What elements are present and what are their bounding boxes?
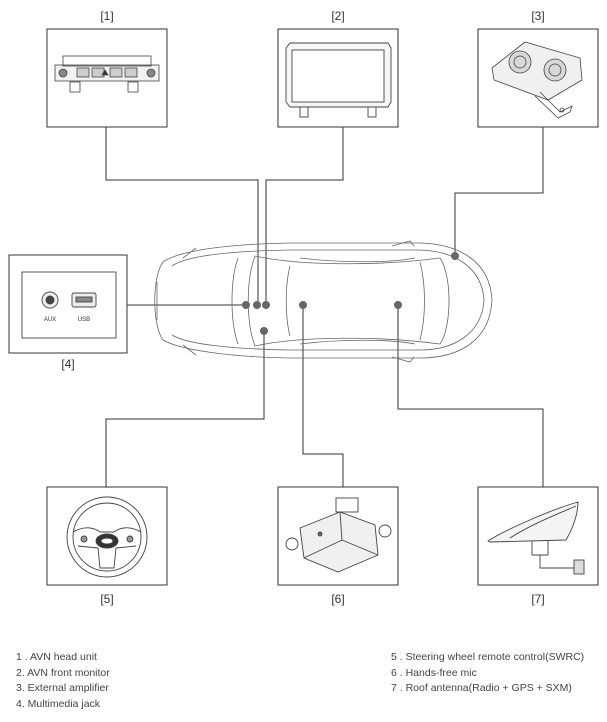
connector-1 <box>105 127 259 305</box>
legend-left: 1 . AVN head unit 2. AVN front monitor 3… <box>16 650 110 712</box>
steering-wheel-icon <box>66 496 148 578</box>
dot-6 <box>299 301 307 309</box>
dot-5 <box>260 327 268 335</box>
microphone-icon <box>285 497 392 573</box>
aux-label: AUX <box>44 317 56 323</box>
dot-4 <box>242 301 250 309</box>
head-unit-icon <box>54 55 160 93</box>
connector-2 <box>265 127 344 305</box>
callout-3: [3] <box>531 9 544 23</box>
callout-4: [4] <box>61 357 74 371</box>
dot-7 <box>394 301 402 309</box>
legend-item-2: 2. AVN front monitor <box>16 666 110 679</box>
connector-lines <box>105 127 544 487</box>
callout-2: [2] <box>331 9 344 23</box>
legend-item-6: 6 . Hands-free mic <box>391 666 477 679</box>
component-location-diagram: AUX USB [1] [2] [3] [4] [5] [6] [7] <box>8 9 599 606</box>
legend-item-5: 5 . Steering wheel remote control(SWRC) <box>391 651 585 663</box>
legend-item-1: 1 . AVN head unit <box>16 651 97 663</box>
multimedia-jack-icon <box>21 271 117 339</box>
connector-3 <box>454 127 544 256</box>
dot-2 <box>262 301 270 309</box>
connector-5 <box>105 331 265 487</box>
roof-antenna-icon <box>487 501 585 575</box>
callout-6: [6] <box>331 592 344 606</box>
connector-7 <box>397 305 544 487</box>
usb-label: USB <box>78 317 90 323</box>
box-4 <box>8 254 128 354</box>
callout-5: [5] <box>100 592 113 606</box>
front-monitor-icon <box>285 42 392 118</box>
connection-dots <box>242 252 459 335</box>
callout-1: [1] <box>100 9 113 23</box>
dot-1 <box>253 301 261 309</box>
connector-6 <box>302 305 344 487</box>
callout-7: [7] <box>531 592 544 606</box>
legend-item-7: 7 . Roof antenna(Radio + GPS + SXM) <box>391 682 572 694</box>
legend-item-3: 3. External amplifier <box>16 682 109 694</box>
legend-item-4: 4. Multimedia jack <box>16 697 101 710</box>
dot-3 <box>451 252 459 260</box>
car-outline-icon <box>154 240 493 363</box>
amplifier-icon <box>491 41 583 119</box>
legend-right: 5 . Steering wheel remote control(SWRC) … <box>391 650 584 697</box>
